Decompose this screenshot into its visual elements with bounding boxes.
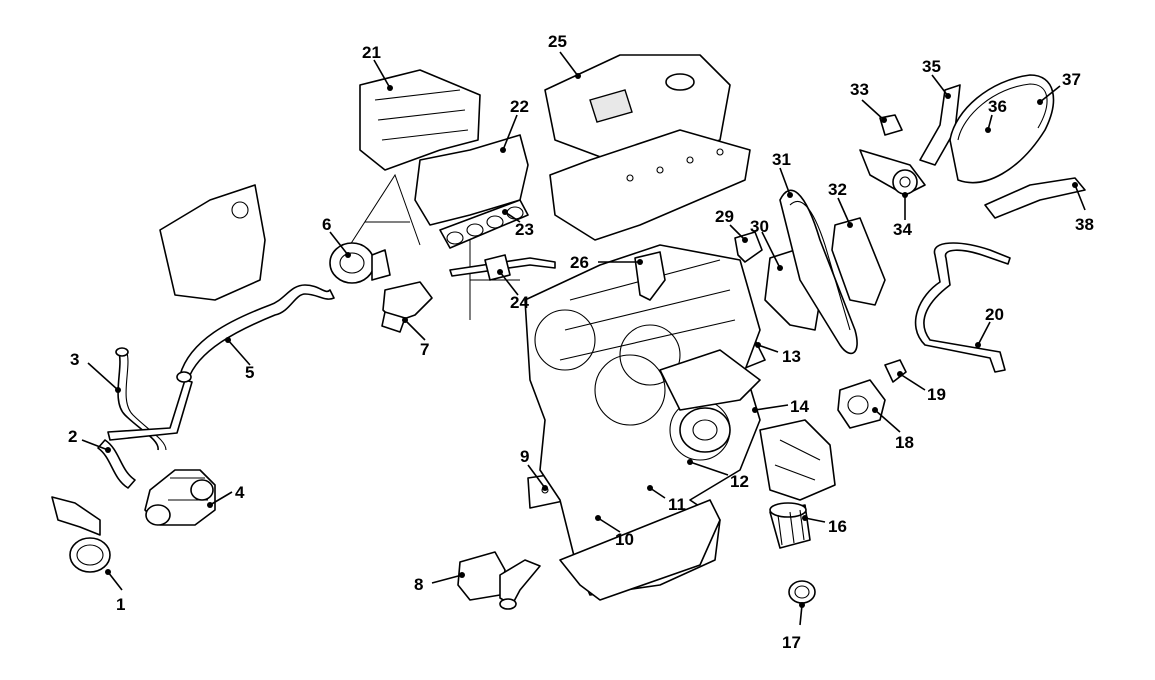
part-8-oil-pump	[457, 551, 541, 610]
callout-21: 21	[362, 43, 381, 62]
part-2-3-coolant-hoses	[97, 347, 193, 489]
callout-7: 7	[420, 340, 429, 359]
callout-8: 8	[414, 575, 423, 594]
callout-26: 26	[570, 253, 589, 272]
part-18-tensioner	[837, 379, 886, 429]
callout-32: 32	[828, 180, 847, 199]
part-19-sender	[884, 359, 907, 383]
callout-16: 16	[828, 517, 847, 536]
callout-17: 17	[782, 633, 801, 652]
part-17-seal-ring	[788, 580, 816, 604]
callout-37: 37	[1062, 70, 1081, 89]
part-7-outlet-flange	[381, 281, 433, 333]
callout-38: 38	[1075, 215, 1094, 234]
callout-14: 14	[790, 397, 809, 416]
callout-25: 25	[548, 32, 567, 51]
callout-31: 31	[772, 150, 791, 169]
callout-6: 6	[322, 215, 331, 234]
callout-20: 20	[985, 305, 1004, 324]
callout-leaders	[81, 51, 1086, 626]
callout-12: 12	[730, 472, 749, 491]
callout-4: 4	[235, 483, 245, 502]
callout-35: 35	[922, 57, 941, 76]
callout-33: 33	[850, 80, 869, 99]
callout-30: 30	[750, 217, 769, 236]
part-29-sensor	[734, 231, 763, 263]
callout-29: 29	[715, 207, 734, 226]
part-37-timing-chain	[949, 74, 1055, 184]
part-34-camshaft-sprocket	[859, 149, 926, 196]
callout-5: 5	[245, 363, 254, 382]
callout-1: 1	[116, 595, 125, 614]
part-4-water-pump	[144, 469, 216, 526]
part-5-long-hose	[176, 284, 335, 383]
callout-34: 34	[893, 220, 912, 239]
callout-2: 2	[68, 427, 77, 446]
part-24-dipstick-tube	[449, 254, 556, 281]
part-35-guide-rail	[919, 84, 961, 166]
part-32-rear-timing-cover	[831, 217, 886, 306]
part-1-clamp-bracket	[51, 496, 111, 573]
callout-36: 36	[988, 97, 1007, 116]
callout-22: 22	[510, 97, 529, 116]
callout-23: 23	[515, 220, 534, 239]
air-filter-cover	[159, 184, 266, 301]
part-12-oil-filter-housing	[759, 419, 836, 501]
part-26-injector	[634, 251, 666, 301]
callout-10: 10	[615, 530, 634, 549]
part-38-chain-guide	[984, 177, 1086, 219]
callout-11: 11	[668, 495, 686, 514]
callout-24: 24	[510, 293, 529, 312]
engine-block-assembly	[524, 244, 761, 601]
callout-9: 9	[520, 447, 529, 466]
cylinder-head-cover	[549, 129, 751, 241]
part-21-heat-shield	[359, 69, 481, 171]
callout-18: 18	[895, 433, 914, 452]
part-6-thermostat-housing	[329, 242, 391, 284]
part-31-timing-belt	[779, 189, 858, 355]
callout-13: 13	[782, 347, 801, 366]
callout-3: 3	[70, 350, 79, 369]
callout-labels: 1 2 3 4 5 6 7 8 9 10 11 12 13 14 16 17 1…	[68, 32, 1094, 652]
callout-19: 19	[927, 385, 946, 404]
part-16-oil-filter	[769, 502, 811, 549]
part-20-breather-hose	[914, 242, 1011, 373]
